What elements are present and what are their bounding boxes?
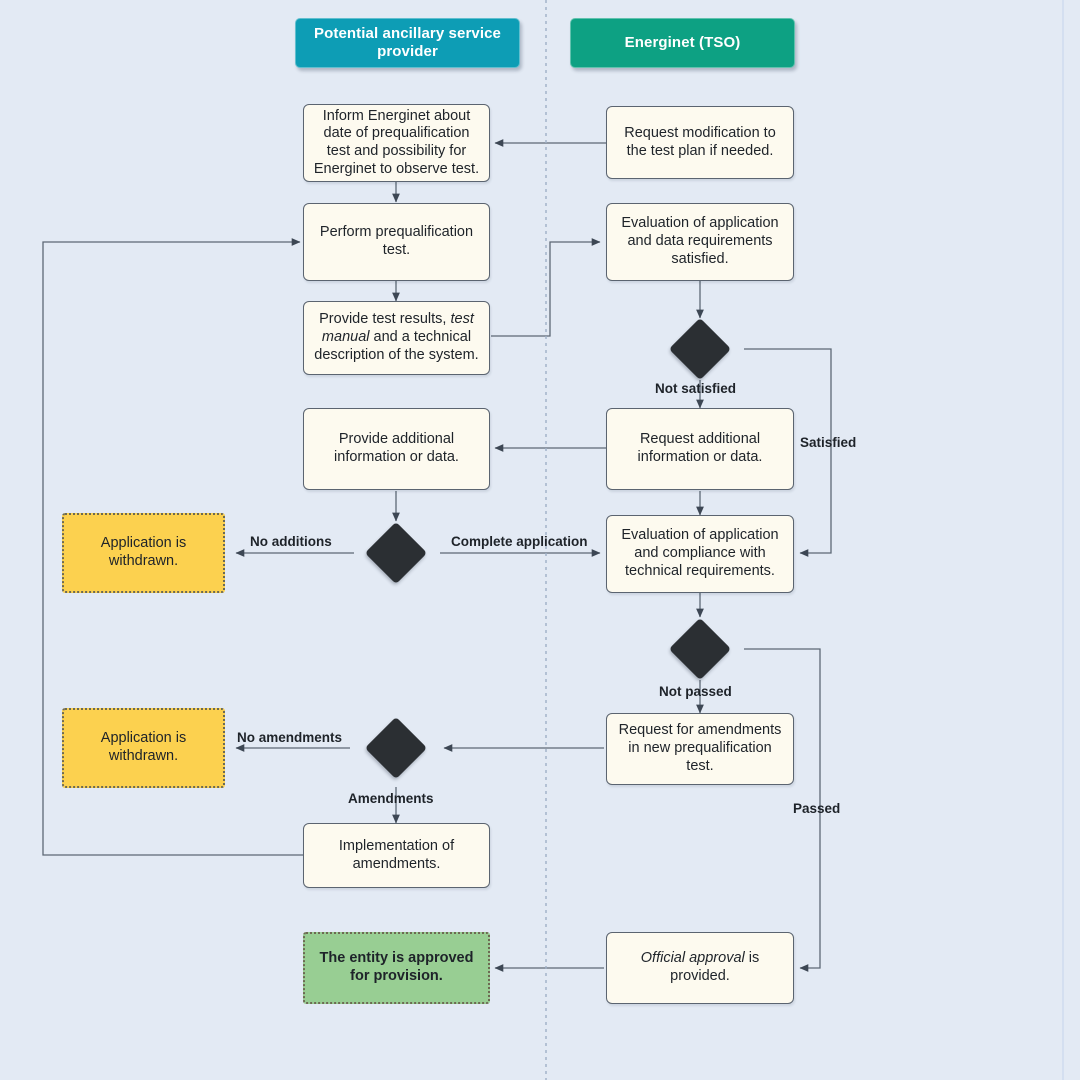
node-application-withdrawn-2[interactable]: Application is withdrawn. bbox=[62, 708, 225, 788]
node-request-for-amendments-label: Request for amendments in new prequalifi… bbox=[618, 722, 782, 774]
node-provide-additional-information-label: Provide additional information or data. bbox=[334, 431, 459, 465]
node-implementation-of-amendments-label: Implementation of amendments. bbox=[338, 837, 455, 872]
node-perform-prequalification-test[interactable]: Perform prequalification test. bbox=[303, 203, 490, 281]
edge-label-passed: Passed bbox=[793, 801, 841, 816]
decision-amendments[interactable] bbox=[364, 716, 428, 780]
node-evaluation-data-requirements-label: Evaluation of application and data requi… bbox=[621, 215, 779, 267]
decision-additions[interactable] bbox=[364, 521, 428, 585]
node-entity-approved[interactable]: The entity is approved for provision. bbox=[303, 932, 490, 1004]
node-provide-test-results-emphasis: test manual bbox=[321, 311, 474, 346]
node-implementation-of-amendments[interactable]: Implementation of amendments. bbox=[303, 823, 490, 888]
node-inform-energinet-label: Inform Energinet about date of prequalif… bbox=[313, 107, 480, 177]
node-official-approval[interactable]: Official approval is provided. bbox=[606, 932, 794, 1004]
node-provide-test-results-pre: Provide test results, bbox=[319, 311, 451, 328]
edge-label-not-satisfied: Not satisfied bbox=[655, 381, 737, 396]
node-request-additional-information[interactable]: Request additional information or data. bbox=[606, 408, 794, 490]
node-inform-energinet[interactable]: Inform Energinet about date of prequalif… bbox=[303, 104, 490, 182]
edge-label-amendments: Amendments bbox=[348, 791, 434, 806]
node-request-for-amendments[interactable]: Request for amendments in new prequalifi… bbox=[606, 713, 794, 785]
node-request-additional-information-label: Request additional information or data. bbox=[637, 431, 763, 465]
node-provide-test-results[interactable]: Provide test results, test manual and a … bbox=[303, 301, 490, 375]
node-request-modification[interactable]: Request modification to the test plan if… bbox=[606, 106, 794, 179]
node-official-approval-emphasis: Official approval bbox=[640, 950, 745, 967]
node-evaluation-technical-requirements[interactable]: Evaluation of application and compliance… bbox=[606, 515, 794, 593]
edge-label-satisfied: Satisfied bbox=[800, 435, 857, 450]
edge-label-not-passed: Not passed bbox=[659, 684, 732, 699]
node-application-withdrawn-1-label: Application is withdrawn. bbox=[100, 535, 187, 569]
lane-header-tso-label: Energinet (TSO) bbox=[624, 33, 741, 51]
lane-header-provider: Potential ancillary service provider bbox=[295, 18, 520, 68]
node-application-withdrawn-2-label: Application is withdrawn. bbox=[100, 730, 187, 764]
edge-results-to-evaldata bbox=[491, 238, 601, 337]
node-evaluation-technical-requirements-label: Evaluation of application and compliance… bbox=[621, 527, 779, 579]
node-entity-approved-label: The entity is approved for provision. bbox=[319, 950, 474, 984]
node-evaluation-data-requirements[interactable]: Evaluation of application and data requi… bbox=[606, 203, 794, 281]
node-provide-test-results-post: and a technical description of the syste… bbox=[314, 329, 479, 363]
node-application-withdrawn-1[interactable]: Application is withdrawn. bbox=[62, 513, 225, 593]
decision-satisfied[interactable] bbox=[668, 317, 732, 381]
node-request-modification-label: Request modification to the test plan if… bbox=[624, 124, 776, 159]
node-provide-additional-information[interactable]: Provide additional information or data. bbox=[303, 408, 490, 490]
edge-label-no-amendments: No amendments bbox=[237, 730, 343, 745]
edge-label-complete-application: Complete application bbox=[451, 534, 588, 549]
decision-passed[interactable] bbox=[668, 617, 732, 681]
lane-header-provider-label: Potential ancillary service provider bbox=[314, 24, 501, 60]
lane-header-tso: Energinet (TSO) bbox=[570, 18, 795, 68]
node-perform-prequalification-test-label: Perform prequalification test. bbox=[319, 224, 474, 258]
edge-label-no-additions: No additions bbox=[250, 534, 332, 549]
